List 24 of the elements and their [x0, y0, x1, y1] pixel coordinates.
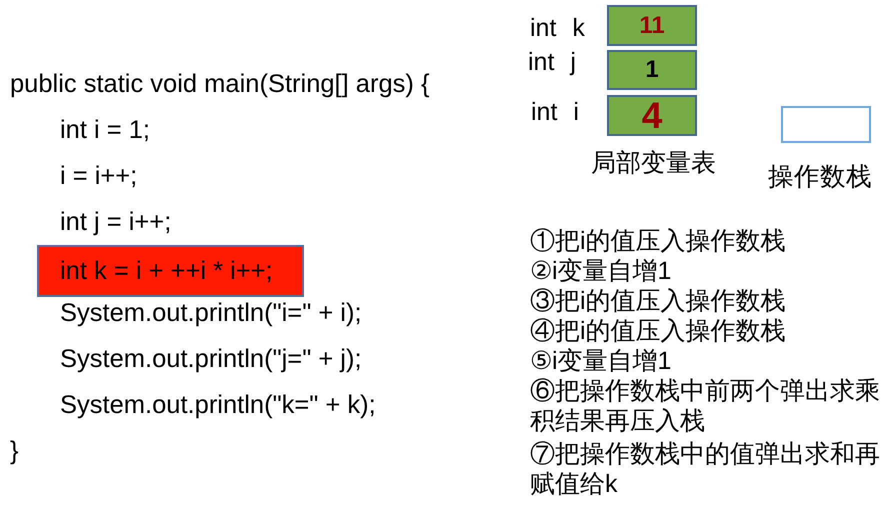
variable-name: int i: [531, 97, 579, 127]
code-line: System.out.println("i=" + i);: [60, 298, 362, 328]
step-text: ①把i的值压入操作数栈: [530, 226, 787, 256]
variable-cell: 11: [607, 5, 697, 46]
empty-box: [781, 106, 871, 143]
variable-name: int j: [528, 47, 576, 77]
box-caption: 操作数栈: [768, 162, 872, 192]
variable-cell: 1: [607, 50, 697, 90]
code-line: int i = 1;: [60, 115, 150, 145]
variable-cell: 4: [607, 95, 697, 136]
step-text: ⑤i变量自增1: [530, 346, 672, 376]
code-line: System.out.println("k=" + k);: [60, 390, 376, 420]
code-line: int j = i++;: [60, 207, 172, 237]
table-caption: 局部变量表: [591, 148, 716, 178]
code-line: i = i++;: [60, 161, 138, 191]
step-text: ②i变量自增1: [530, 256, 672, 286]
code-line: System.out.println("j=" + j);: [60, 344, 362, 374]
step-text: ⑥把操作数栈中前两个弹出求乘积结果再压入栈: [530, 376, 881, 436]
variable-name: int k: [530, 13, 585, 43]
step-text: ④把i的值压入操作数栈: [530, 316, 787, 346]
step-text: ③把i的值压入操作数栈: [530, 286, 787, 316]
code-line: public static void main(String[] args) {: [10, 69, 430, 99]
code-line: }: [10, 436, 19, 466]
step-text: ⑦把操作数栈中的值弹出求和再赋值给k: [530, 439, 881, 499]
